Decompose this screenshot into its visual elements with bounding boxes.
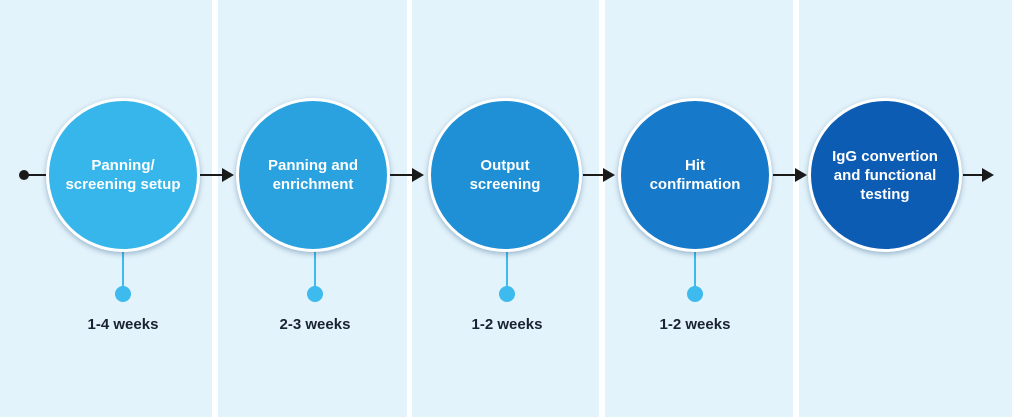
timeline-dot-4 (687, 286, 703, 302)
step-label-4: Hit confirmation (649, 157, 741, 193)
timeline-dot-3 (499, 286, 515, 302)
step-circle-2: Panning and enrichment (236, 98, 390, 252)
step-label-2: Panning and enrichment (268, 157, 358, 193)
step-label-5: IgG convertion and functional testing (832, 147, 938, 203)
step-label-3: Output screening (469, 157, 541, 193)
duration-label-2: 2-3 weeks (279, 316, 351, 333)
arrow-head-5 (982, 168, 994, 182)
timeline-dot-1 (115, 286, 131, 302)
arrow-head-1 (222, 168, 234, 182)
duration-label-3: 1-2 weeks (471, 316, 543, 333)
timeline-dot-2 (307, 286, 323, 302)
arrow-head-3 (603, 168, 615, 182)
step-circle-4: Hit confirmation (618, 98, 772, 252)
step-circle-1: Panning/ screening setup (46, 98, 200, 252)
step-circle-5: IgG convertion and functional testing (808, 98, 962, 252)
step-circle-3: Output screening (428, 98, 582, 252)
duration-label-1: 1-4 weeks (87, 316, 159, 333)
duration-label-4: 1-2 weeks (659, 316, 731, 333)
arrow-head-4 (795, 168, 807, 182)
step-label-1: Panning/ screening setup (65, 157, 181, 193)
arrow-head-2 (412, 168, 424, 182)
